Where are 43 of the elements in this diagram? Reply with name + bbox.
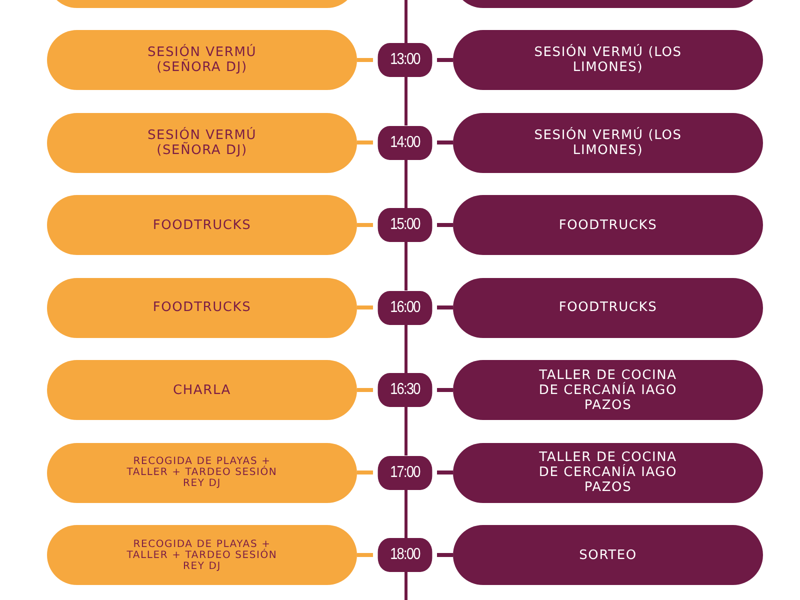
activity-pill: FOODTRUCKS: [453, 195, 763, 255]
time-badge: 14:00: [378, 126, 432, 160]
activity-pill: SESIÓN VERMÚ (SEÑORA DJ): [47, 30, 357, 90]
connector-line: [357, 388, 373, 392]
connector-line: [357, 58, 373, 62]
activity-pill: RECOGIDA DE PLAYAS + TALLER + TARDEO SESIÓN REY DJ: [47, 525, 357, 585]
activity-pill: SESIÓN VERMÚ (SEÑORA DJ): [47, 112, 357, 172]
connector-line: [437, 388, 453, 392]
connector-line: [357, 140, 373, 144]
connector-line: [437, 58, 453, 62]
timeline-line: [404, 77, 408, 126]
activity-pill: TALLER DE COCINA DE CERCANÍA IAGO PAZOS: [453, 360, 763, 420]
time-badge: 17:00: [378, 456, 432, 490]
connector-line: [357, 223, 373, 227]
activity-pill: CHARLA: [47, 360, 357, 420]
time-badge: 15:00: [378, 208, 432, 242]
time-badge: 18:00: [378, 538, 432, 572]
activity-pill: RECOGIDA DE PLAYAS + TALLER + TARDEO SESIÓN REY DJ: [47, 442, 357, 502]
activity-pill: FOODTRUCKS: [47, 278, 357, 338]
timeline-line: [404, 490, 408, 538]
connector-line: [357, 553, 373, 557]
timeline-line: [404, 160, 408, 208]
activity-pill: TALLER DE COCINA DE CERCANÍA IAGO PAZOS: [453, 442, 763, 502]
connector-line: [357, 306, 373, 310]
connector-line: [437, 223, 453, 227]
time-badge: 13:00: [378, 43, 432, 77]
timeline-line: [404, 242, 408, 290]
timeline-line: [404, 324, 408, 373]
connector-line: [437, 140, 453, 144]
connector-line: [437, 470, 453, 474]
timeline-line: [404, 0, 408, 43]
connector-line: [437, 306, 453, 310]
timeline-line: [404, 407, 408, 456]
timeline-line: [404, 572, 408, 600]
activity-pill: SORTEO: [453, 525, 763, 585]
activity-pill: SESIÓN VERMÚ (LOS LIMONES): [453, 112, 763, 172]
time-badge: 16:30: [378, 373, 432, 407]
connector-line: [357, 470, 373, 474]
activity-pill: SESIÓN VERMÚ (LOS LIMONES): [453, 30, 763, 90]
activity-pill: FOODTRUCKS: [47, 195, 357, 255]
connector-line: [437, 553, 453, 557]
activity-pill: FOODTRUCKS: [453, 278, 763, 338]
time-badge: 16:00: [378, 290, 432, 324]
